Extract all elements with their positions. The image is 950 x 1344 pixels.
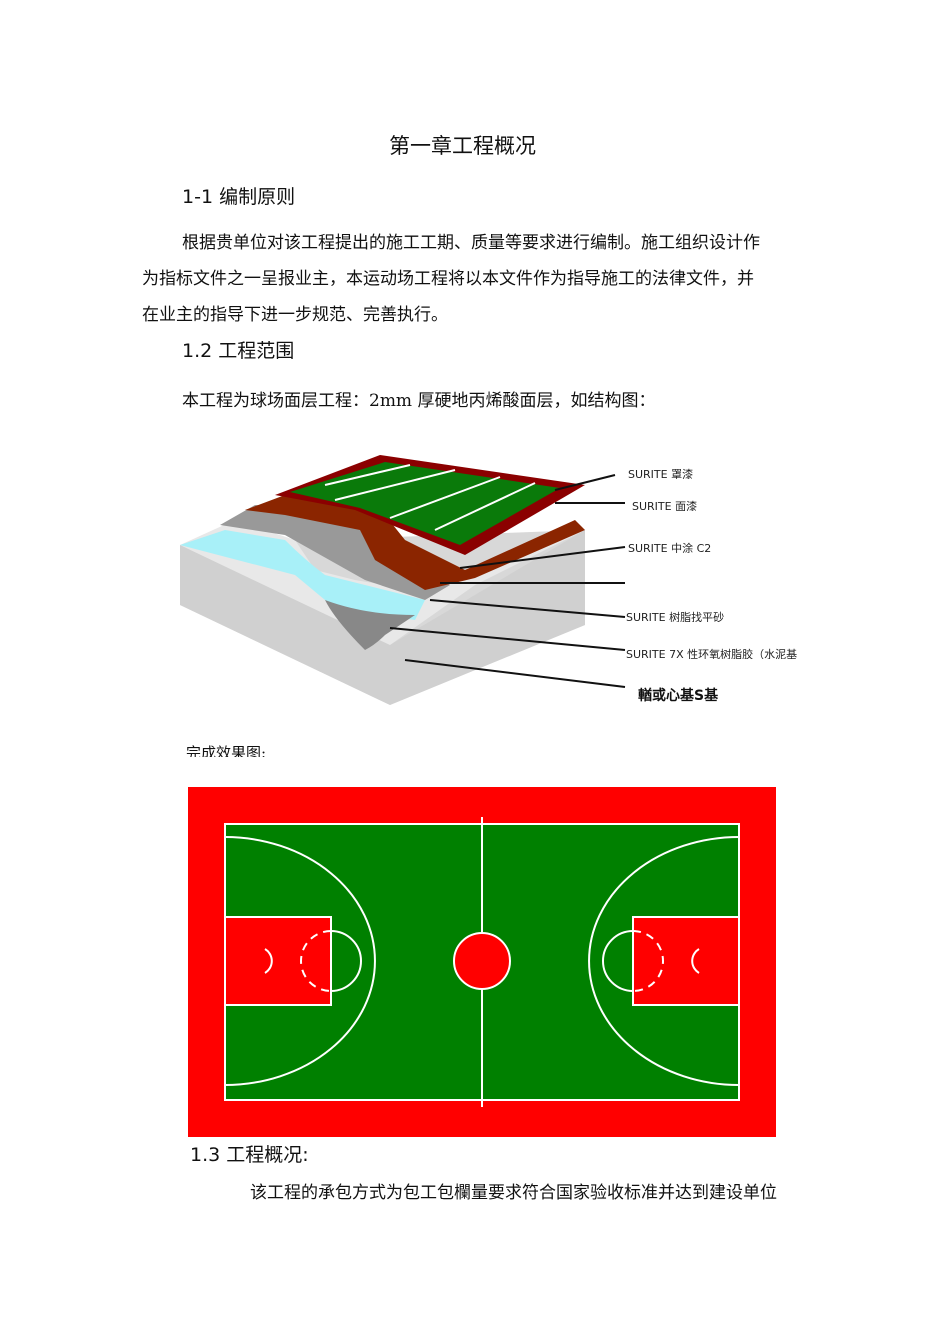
section-heading-1-2: 1.2 工程范围 — [182, 340, 295, 362]
diagram-label: SURITE 罩漆 — [628, 468, 694, 479]
paragraph-line: 为指标文件之一呈报业主，本运动场工程将以本文件作为指导施工的法律文件，并 — [142, 269, 754, 289]
diagram-label: SURITE 7X 性环氧树脂胶（水泥基 — [626, 648, 798, 659]
diagram-label: 輶或心基S基 — [638, 688, 719, 704]
diagram-label: SURITE 面漆 — [632, 500, 698, 511]
paragraph-line: 根据贵单位对该工程提出的施工工期、质量等要求进行编制。施工组织设计作 — [182, 233, 760, 253]
brown-layer — [245, 495, 585, 590]
result-caption: 完成效果图: — [186, 744, 267, 757]
green-top-layer — [290, 462, 560, 545]
layer-structure-diagram — [180, 455, 626, 705]
diagram-label: SURITE 中涂 C2 — [628, 542, 712, 553]
page-title: 第一章工程概况 — [389, 134, 536, 158]
diagram-label: SURITE 树脂找平砂 — [626, 611, 725, 622]
paragraph-line: 该工程的承包方式为包工包欄量要求符合国家验收标准并达到建设单位 — [250, 1183, 777, 1203]
section-heading-1-1: 1-1 编制原则 — [182, 186, 296, 208]
basketball-court-image — [188, 787, 776, 1137]
section-heading-1-3: 1.3 工程概况: — [190, 1144, 309, 1166]
cyan-layer — [180, 530, 425, 620]
paragraph-line: 本工程为球场面层工程：2mm 厚硬地丙烯酸面层，如结构图： — [182, 391, 656, 411]
paragraph-line: 在业主的指导下进一步规范、完善执行。 — [142, 305, 448, 325]
